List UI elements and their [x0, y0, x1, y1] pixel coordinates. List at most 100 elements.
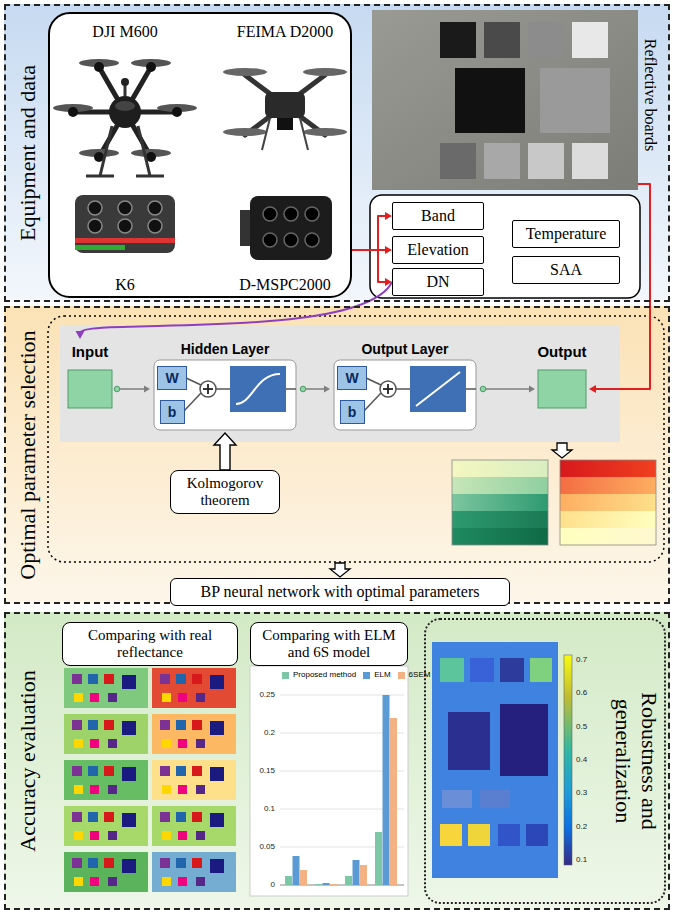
multispectral-camera [263, 233, 277, 247]
hollow-arrow [552, 443, 572, 458]
heatmap [560, 528, 656, 545]
reflective-board-photo [484, 22, 520, 58]
quadcopter-drone [277, 118, 293, 130]
weight-box: W [337, 366, 367, 390]
bar-chart [330, 884, 337, 885]
bar-chart [353, 860, 360, 885]
network-figure [207, 384, 209, 394]
output-node: Output [535, 342, 589, 410]
reflective-board-photo [455, 68, 525, 133]
quadcopter-drone [262, 118, 308, 150]
parameter-group [370, 195, 640, 298]
connector-part [589, 385, 596, 393]
colorbar-tick: 0.2 [576, 822, 587, 832]
connector-part [214, 433, 236, 470]
node-text: BP neural network with optimal parameter… [201, 583, 480, 601]
hexacopter-drone [86, 175, 114, 178]
node-text: b [348, 404, 357, 420]
axis-tick: 0.05 [245, 842, 275, 852]
bar-chart [375, 832, 382, 885]
network-background [60, 326, 620, 442]
robustness-map [530, 658, 552, 682]
multispectral-camera [240, 196, 332, 260]
reflectance-maps [152, 852, 236, 892]
connector-part [352, 250, 387, 282]
robustness-map [500, 704, 548, 776]
parameter-box: Temperature [512, 220, 620, 248]
legend-swatch [398, 672, 405, 679]
connector [480, 386, 535, 393]
connector-part [529, 386, 535, 393]
k6-camera [75, 195, 175, 253]
hexacopter-drone [53, 59, 197, 176]
robustness-map [432, 642, 558, 878]
connector [352, 212, 392, 250]
node-text: Temperature [526, 225, 607, 243]
k6-camera [88, 219, 102, 233]
colorbar-tick: 0.6 [576, 688, 587, 698]
node-text: Comparing with real reflectance [69, 627, 231, 662]
multispectral-camera [305, 233, 319, 247]
robustness-map [432, 642, 572, 878]
panel-background [4, 306, 670, 604]
robustness-box: Robustness and generalization [424, 618, 666, 904]
bar-chart [293, 695, 390, 885]
multispectral-camera [263, 207, 319, 247]
quadcopter-drone [303, 68, 347, 76]
node-text: K6 [45, 275, 205, 295]
heatmap [452, 477, 548, 494]
reflective-board-photo [372, 10, 638, 190]
hexacopter-drone [68, 62, 182, 162]
hexacopter-drone [138, 126, 150, 176]
legend-text: 6SEM [409, 670, 431, 680]
network-figure [200, 381, 216, 397]
reflectance-maps [152, 668, 236, 708]
k6-camera [88, 201, 102, 215]
node-text: DN [426, 273, 449, 291]
k6-camera [75, 238, 175, 243]
legend-swatch [363, 672, 370, 679]
network-figure [364, 393, 381, 411]
hexacopter-drone [146, 62, 156, 72]
connector [214, 433, 236, 470]
quadcopter-drone [265, 92, 305, 118]
node-text: Kolmogorov theorem [177, 475, 273, 510]
connector [352, 250, 392, 286]
robustness-map [526, 824, 548, 846]
multispectral-camera [284, 207, 298, 221]
legend-text: Proposed method [293, 670, 356, 680]
axis-tick: 0.25 [245, 690, 275, 700]
robustness-map [480, 790, 510, 808]
hexacopter-drone [94, 62, 104, 72]
heatmap [452, 460, 548, 477]
reflectance-maps [152, 760, 236, 800]
heatmap [560, 494, 656, 511]
node-text: Elevation [407, 241, 468, 259]
robustness-map [440, 824, 462, 846]
parameter-box: SAA [512, 256, 620, 284]
node-text: D-MSPC2000 [205, 275, 365, 295]
network-figure [286, 388, 296, 390]
reflective-board-photo: Reflective boards [372, 10, 638, 190]
reflectance-maps [160, 674, 224, 702]
result-box: BP neural network with optimal parameter… [170, 578, 510, 606]
hexacopter-drone [100, 126, 112, 176]
bar-chart [250, 666, 408, 896]
hollow-arrow [330, 443, 572, 577]
reflectance-maps [64, 668, 148, 708]
k6-camera [75, 245, 125, 250]
axis-tick: 0.15 [245, 766, 275, 776]
hexacopter-drone [136, 175, 164, 178]
network-figure [68, 360, 586, 430]
robustness-map [500, 658, 524, 682]
panel-background [4, 612, 670, 910]
network-figure [387, 384, 389, 394]
hexacopter-drone [53, 59, 197, 157]
heatmap [560, 477, 656, 494]
robustness-map [468, 824, 490, 846]
axis-tick: 0.2 [245, 728, 275, 738]
reflectance-maps [64, 668, 236, 892]
heatmap [452, 460, 656, 545]
connector [589, 184, 650, 393]
